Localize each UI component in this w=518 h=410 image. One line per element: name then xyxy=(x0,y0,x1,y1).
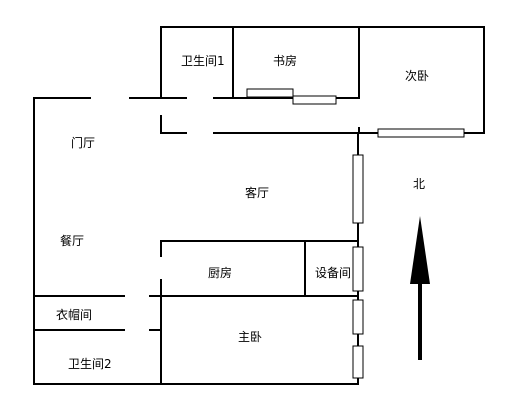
label-master-bedroom: 主卧 xyxy=(238,330,262,344)
master-bedroom-window-lower xyxy=(352,345,364,379)
label-foyer: 门厅 xyxy=(71,135,95,150)
equipment-room-window xyxy=(352,246,364,292)
label-dining-room: 餐厅 xyxy=(60,233,84,248)
windows xyxy=(246,88,465,379)
label-equipment-room: 设备间 xyxy=(315,266,351,280)
study-window-right xyxy=(292,95,337,105)
second-bedroom-window xyxy=(377,128,465,138)
room-labels: 卫生间1 书房 次卧 门厅 客厅 餐厅 厨房 设备间 衣帽间 主卧 卫生间2 xyxy=(56,53,429,371)
living-room-window xyxy=(352,154,364,224)
label-kitchen: 厨房 xyxy=(208,265,232,280)
compass-north-label: 北 xyxy=(413,177,425,191)
label-cloakroom: 衣帽间 xyxy=(56,307,92,322)
walls xyxy=(33,26,485,385)
label-bathroom1: 卫生间1 xyxy=(181,54,225,68)
label-bathroom2: 卫生间2 xyxy=(68,357,112,371)
label-living-room: 客厅 xyxy=(245,185,269,200)
label-second-bedroom: 次卧 xyxy=(405,69,429,83)
north-compass: 北 xyxy=(410,177,430,360)
north-arrow-icon xyxy=(410,216,430,284)
label-study: 书房 xyxy=(273,53,297,68)
study-window-left xyxy=(246,88,294,98)
master-bedroom-window-upper xyxy=(352,299,364,335)
